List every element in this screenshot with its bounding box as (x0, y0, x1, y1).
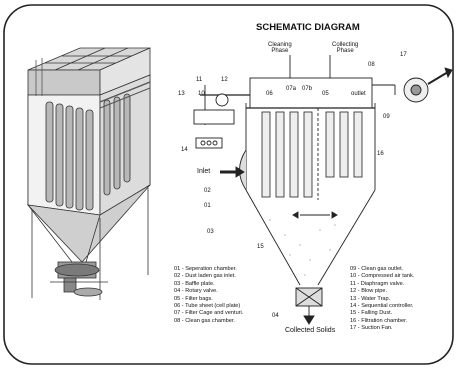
legend-item: 04 - Rotary valve. (174, 288, 218, 295)
legend-left: 01 - Seperation chamber. 02 - Dust laden… (174, 266, 243, 325)
label-07b: 07b (302, 86, 313, 92)
falling-dust-dots (269, 219, 336, 276)
label-15: 15 (257, 244, 264, 250)
label-14: 14 (181, 147, 188, 153)
legend-item: 06 - Tube sheet (cell plate) (174, 302, 241, 309)
cleaning-phase-line2: Phase (271, 48, 289, 54)
legend-item: 02 - Dust laden gas inlet. (174, 273, 236, 280)
label-07a: 07a (286, 86, 297, 92)
baghouse-3d-illustration (26, 47, 151, 300)
legend-item: 14 - Sequential controller. (350, 302, 414, 309)
label-04: 04 (272, 313, 279, 319)
legend-item: 15 - Falling Dust. (350, 310, 393, 317)
label-08: 08 (368, 62, 375, 68)
legend-item: 13 - Water Trap. (350, 295, 391, 302)
outlet-label: outlet (351, 91, 366, 97)
legend-item: 05 - Filter bags. (174, 295, 213, 302)
legend-item: 12 - Blow pipe. (350, 288, 388, 295)
legend-item: 08 - Clean gas chamber. (174, 317, 235, 324)
label-12: 12 (221, 77, 228, 83)
label-05: 05 (322, 91, 329, 97)
label-02: 02 (204, 188, 211, 194)
collected-solids-label: Collected Solids (285, 327, 336, 334)
label-13: 13 (178, 91, 185, 97)
collecting-phase-line2: Phase (336, 48, 354, 54)
legend-item: 11 - Diaphragm valve. (350, 280, 405, 287)
legend-item: 10 - Compressed air tank. (350, 273, 415, 280)
legend-item: 07 - Filter Cage and venturi. (174, 310, 244, 317)
label-03: 03 (207, 229, 214, 235)
inlet-label: Inlet (197, 168, 211, 175)
label-16: 16 (377, 151, 384, 157)
legend-item: 09 - Clean gas outlet. (350, 266, 404, 272)
legend-item: 01 - Seperation chamber. (174, 266, 237, 272)
legend-item: 17 - Suction Fan. (350, 325, 393, 332)
label-06: 06 (266, 91, 273, 97)
legend-item: 16 - Flitration chamber. (350, 317, 408, 324)
legend-item: 03 - Baffle plate. (174, 280, 215, 287)
label-10: 10 (198, 91, 205, 97)
schematic-lines (193, 55, 453, 325)
legend-right: 09 - Clean gas outlet. 10 - Compressed a… (350, 266, 414, 333)
label-11: 11 (196, 77, 203, 83)
label-01: 01 (204, 203, 211, 209)
cleaning-phase-label: Cleaning Phase (268, 42, 292, 54)
cleaning-phase-line1: Cleaning (268, 42, 292, 48)
label-09: 09 (383, 114, 390, 120)
collecting-phase-line1: Collecting (332, 42, 359, 48)
label-17: 17 (400, 52, 407, 58)
collecting-phase-label: Collecting Phase (332, 42, 358, 54)
diagram-title: SCHEMATIC DIAGRAM (256, 22, 360, 33)
